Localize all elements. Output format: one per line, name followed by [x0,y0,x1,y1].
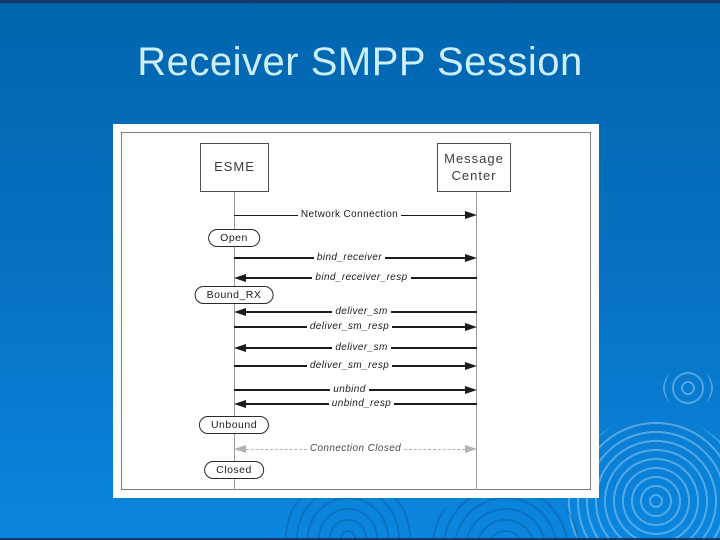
slide-top-edge [0,0,720,3]
message-arrow: deliver_sm_resp [234,360,477,372]
state-bubble: Open [208,229,260,247]
state-bubble: Bound_RX [194,286,274,304]
arrowhead-left-icon [234,400,246,408]
state-bubble: Closed [204,461,264,479]
lifeline-esme [234,192,235,490]
message-arrow: bind_receiver [234,252,478,264]
arrowhead-right-icon [465,386,477,394]
state-bubble: Unbound [198,416,270,434]
arrowhead-right-icon [465,362,477,370]
arrowhead-left-icon [234,308,246,316]
message-label: bind_receiver [316,252,383,263]
arrowhead-left-icon [234,274,246,282]
message-label: unbind_resp [331,398,392,409]
arrowhead-right-icon [465,254,478,262]
message-label: bind_receiver_resp [315,272,408,283]
lifeline-message-center [476,192,477,490]
message-label: Network Connection [300,209,399,220]
arrowhead-right-icon [465,211,477,219]
sequence-diagram-panel: ESME Message Center Network Connection bi… [113,124,599,498]
message-arrow: deliver_sm_resp [234,321,477,333]
diagram-frame [121,132,591,490]
slide-title: Receiver SMPP Session [137,40,583,84]
message-label: deliver_sm [335,306,388,317]
message-arrow: Network Connection [234,209,477,221]
arrowhead-left-icon [234,445,246,453]
actor-message-center: Message Center [437,143,511,192]
message-arrow: Connection Closed [234,443,477,455]
actor-esme: ESME [200,143,269,192]
message-arrow: bind_receiver_resp [234,272,477,284]
arrowhead-left-icon [234,344,246,352]
message-arrow: deliver_sm [234,306,478,318]
message-label: Connection Closed [309,443,402,454]
message-arrow: deliver_sm [234,342,478,354]
slide-bottom-edge [0,538,720,540]
arrowhead-right-icon [465,323,477,331]
message-arrow: unbind [234,384,477,396]
message-label: deliver_sm [335,342,388,353]
message-label: deliver_sm_resp [309,321,390,332]
message-label: deliver_sm_resp [309,360,390,371]
message-label: unbind [333,384,366,395]
message-arrow: unbind_resp [234,398,478,410]
arrowhead-right-icon [465,445,477,453]
ripple-decoration-icon [663,367,713,409]
